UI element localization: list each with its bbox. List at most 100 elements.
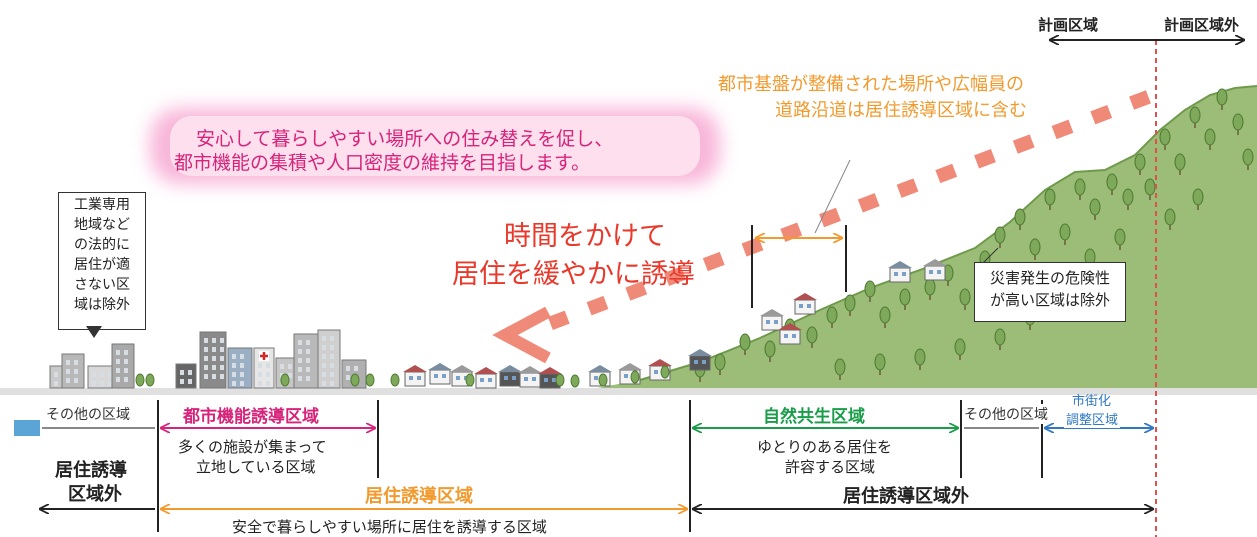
tree-crown: [1232, 113, 1244, 131]
tree-crown: [1106, 173, 1118, 191]
tree-crown: [1044, 188, 1056, 206]
house-window: [504, 376, 508, 380]
house-window: [784, 334, 788, 338]
zone-urban-function-desc-2: 立地している区域: [196, 458, 316, 476]
tree-crown: [1189, 106, 1201, 124]
zone-other-right: その他の区域: [963, 404, 1049, 424]
house-window: [594, 376, 598, 380]
house-roof: [793, 293, 817, 300]
building-window: [74, 369, 78, 374]
zone-residential: 居住誘導区域: [362, 482, 476, 508]
dash-segment: [702, 251, 725, 272]
zone-outside-right: 居住誘導区域外: [840, 482, 972, 508]
tree-crown: [714, 353, 726, 371]
house-body: [404, 371, 426, 387]
house-window: [480, 378, 484, 382]
building-window: [232, 372, 236, 377]
building-window: [74, 378, 78, 383]
building-window: [108, 372, 112, 377]
building-window: [330, 345, 334, 350]
tree-crown: [1192, 188, 1204, 206]
house-window: [799, 304, 803, 308]
road-note-leader: [814, 159, 851, 234]
building-window: [108, 381, 112, 386]
road-note-line-1: 都市基盤が整備された場所や広幅員の: [718, 74, 1024, 95]
house-roof: [474, 367, 498, 374]
building-window: [116, 377, 120, 382]
tree-crown: [899, 288, 911, 306]
banner-core: [170, 116, 700, 176]
building-window: [116, 359, 120, 364]
building-window: [258, 381, 262, 386]
building-window: [124, 377, 128, 382]
dash-segment: [664, 266, 686, 286]
dashed-arrow-head: [492, 306, 551, 364]
building-window: [54, 372, 58, 377]
building-window: [188, 370, 192, 375]
building-window: [74, 360, 78, 365]
building-window: [258, 372, 262, 377]
industrial-note-line: 地域など: [74, 217, 130, 233]
industrial-exclusion-note: 工業専用 地域など の法的に 居住が適 さない区 域は除外: [58, 192, 146, 330]
tree-crown: [1174, 153, 1186, 171]
tree-crown: [1122, 188, 1134, 206]
house-window: [532, 377, 536, 381]
building-window: [330, 372, 334, 377]
disaster-exclusion-note: 災害発生の危険性 が高い区域は除外: [974, 262, 1126, 322]
building-window: [54, 381, 58, 386]
house-roof: [428, 363, 452, 370]
house-window: [702, 360, 706, 364]
building-window: [354, 366, 358, 371]
tree-crown: [1014, 208, 1026, 226]
building: [111, 343, 135, 389]
zone-residential-desc: 安全で暮らしやすい場所に居住を誘導する区域: [232, 518, 547, 536]
house-window: [774, 320, 778, 324]
zone-adjust-1: 市街化: [1072, 394, 1112, 409]
water-marker: [14, 420, 40, 436]
building-window: [220, 365, 224, 370]
building-window: [232, 354, 236, 359]
disaster-note-line-1: 災害発生の危険性: [989, 269, 1110, 287]
tram: [175, 363, 197, 389]
tree-crown: [864, 280, 876, 298]
building-window: [330, 381, 334, 386]
dash-segment: [1051, 119, 1074, 140]
building-window: [204, 347, 208, 352]
building-window: [298, 358, 302, 363]
tree-crown: [1159, 128, 1171, 146]
tree-crown: [1059, 223, 1071, 241]
house-body: [519, 372, 541, 388]
building-window: [220, 338, 224, 343]
shrub: [660, 365, 670, 379]
zone-outside-left-2: 区域外: [68, 484, 122, 505]
tree-crown: [739, 333, 751, 351]
building-window: [212, 365, 216, 370]
building-window: [124, 368, 128, 373]
dash-segment: [547, 310, 570, 331]
building-window: [180, 379, 184, 384]
building-window: [280, 364, 284, 369]
house-window: [524, 377, 528, 381]
building-window: [204, 356, 208, 361]
dash-segment: [1129, 90, 1151, 110]
industrial-note-line: 工業専用: [74, 197, 130, 213]
house-body: [924, 265, 946, 281]
house-window: [894, 272, 898, 276]
house-window: [456, 376, 460, 380]
building-window: [306, 349, 310, 354]
tree-crown: [1029, 238, 1041, 256]
building-window: [124, 350, 128, 355]
building-window: [66, 378, 70, 383]
industrial-note-line: 居住が適: [74, 257, 130, 273]
house-roof: [888, 261, 912, 268]
building-window: [188, 379, 192, 384]
dash-segment: [1090, 104, 1113, 125]
house-window: [544, 378, 548, 382]
house-roof: [648, 359, 672, 366]
building-window: [240, 381, 244, 386]
building-window: [298, 367, 302, 372]
building: [317, 329, 341, 389]
house-body: [794, 299, 816, 315]
tree-crown: [764, 340, 776, 358]
house-window: [624, 374, 628, 378]
